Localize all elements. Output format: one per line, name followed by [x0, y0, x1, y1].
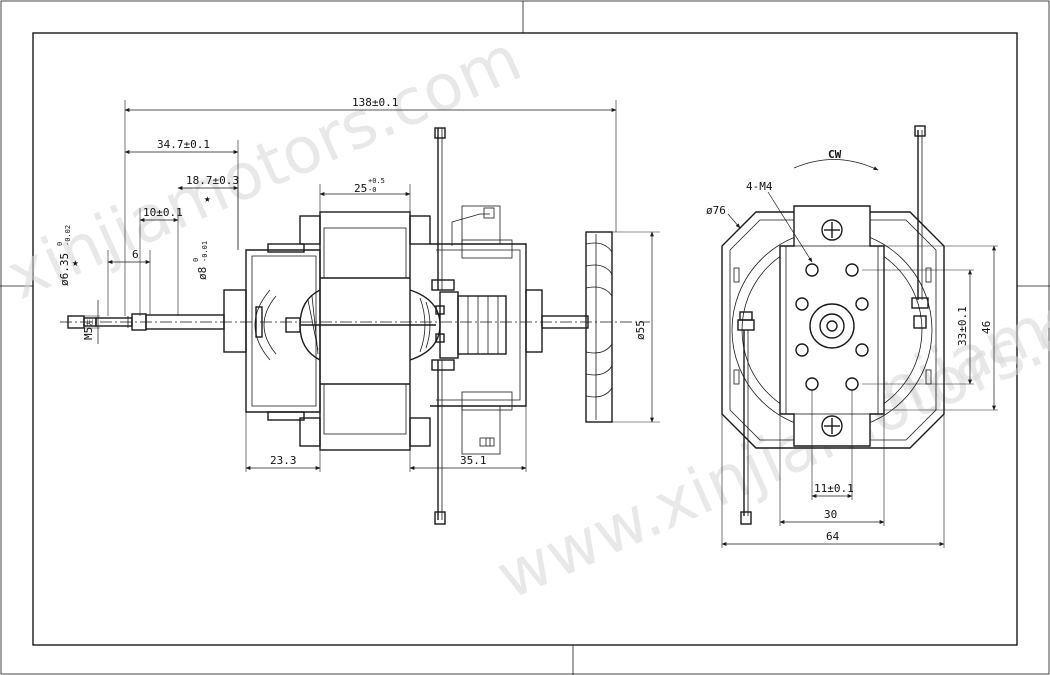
dim-overall-length: 138±0.1 [352, 96, 398, 109]
fan-impeller [585, 231, 613, 423]
front-outer-frame [721, 211, 945, 449]
dim-left-offset: 23.3 [270, 454, 297, 467]
mount-hole-tl [805, 263, 819, 277]
dim-mounting-holes: 4-M4 [746, 180, 773, 193]
dim-hole-spacing-v: 33±0.1 [956, 306, 969, 346]
shaft-end [826, 320, 838, 332]
dim-flat-start: 18.7±0.3 [186, 174, 239, 187]
dim-thread-length: 6 [132, 248, 139, 261]
dim-center-offset: 11±0.1 [814, 482, 854, 495]
star-marker-1: ★ [204, 192, 211, 205]
shaft-rear [541, 315, 589, 329]
dim-shaft-diameter: ø6.35 [58, 253, 71, 286]
dim-width: 64 [826, 530, 840, 543]
dim-shaft-tol-lower: -0.02 [64, 225, 72, 246]
stator-stack [285, 211, 436, 451]
bearing-housing [809, 303, 855, 349]
dim-bearing-tol-lower: -0.01 [201, 241, 209, 262]
front-lead-wires [737, 125, 929, 525]
dim-bearing-tol-upper: 0 [192, 258, 200, 262]
dim-outer-diameter: ø76 [706, 204, 726, 217]
dim-bearing-diameter: ø8 [196, 267, 209, 280]
dim-stack-tol-lower: -0 [368, 186, 376, 194]
dim-stack-height: 25 [354, 182, 367, 195]
dim-shaft-to-stator: 34.7±0.1 [157, 138, 210, 151]
commutator-assembly [431, 239, 513, 411]
watermark-layer: xinjiamotors.com www.xinjiamotors.com xi… [0, 22, 1050, 615]
dim-fan-diameter: ø55 [634, 320, 647, 340]
side-view: 138±0.1 34.7±0.1 18.7±0.3 ★ 25 +0.5 -0 1… [56, 96, 660, 525]
rotation-label: CW [828, 148, 842, 161]
star-marker-2: ★ [72, 256, 79, 269]
rotation-arrow [793, 159, 879, 171]
rear-bracket [430, 205, 543, 455]
front-view: CW ø76 4-M4 33±0.1 46 11±0.1 30 [706, 125, 998, 548]
dim-flat-length: 10±0.1 [143, 206, 183, 219]
bracket-frame [245, 243, 321, 421]
watermark-text-top: xinjiamotors.com [0, 22, 532, 315]
mounting-plate [779, 205, 885, 447]
dim-height: 46 [980, 321, 993, 334]
dim-thread-suffix: 左 [85, 319, 94, 326]
dim-right-offset: 35.1 [460, 454, 487, 467]
mount-hole-tr [845, 263, 859, 277]
front-bearing-boss [223, 289, 247, 353]
dim-hole-spacing-h: 30 [824, 508, 837, 521]
dim-stack-tol-upper: +0.5 [368, 177, 385, 185]
dim-thread-spec: M5 [82, 327, 95, 340]
lead-wires [434, 127, 495, 525]
dim-shaft-tol-upper: 0 [56, 242, 64, 246]
